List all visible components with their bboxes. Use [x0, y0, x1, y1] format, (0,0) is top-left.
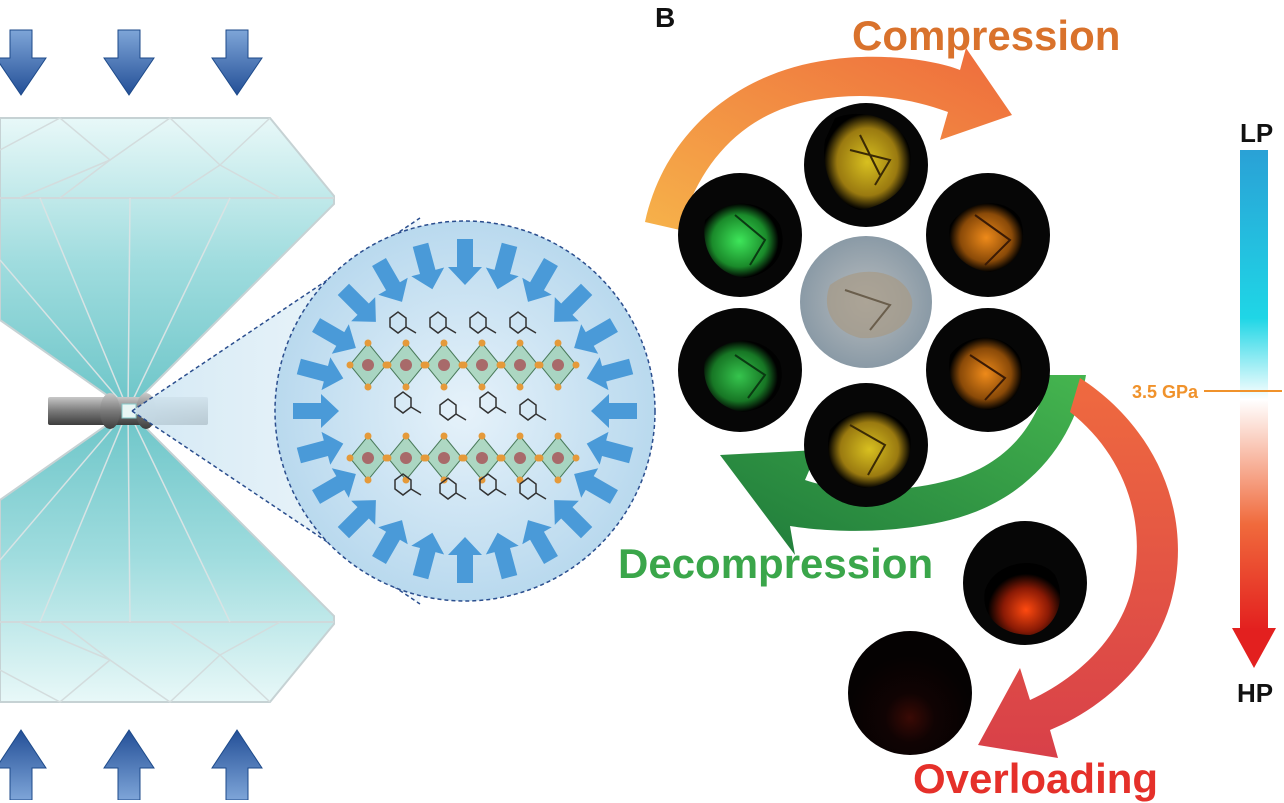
force-arrow-icon [591, 394, 637, 428]
force-arrow-icon [411, 532, 445, 580]
organic-molecule [469, 311, 497, 334]
zoom-force-arrows [293, 239, 637, 583]
organic-molecule [519, 477, 547, 500]
decompression-label: Decompression [618, 540, 934, 587]
octahedron [460, 339, 504, 391]
force-arrow-icon [296, 431, 344, 465]
compression-arrow [645, 48, 1012, 230]
sample-photo [678, 308, 802, 432]
sample-photo [963, 521, 1087, 645]
sample-photo [678, 173, 802, 297]
octahedron [384, 432, 428, 484]
pressure-gradient-bar-icon [1204, 150, 1282, 668]
octahedron [536, 339, 580, 391]
low-pressure-label: LP [1240, 118, 1274, 148]
force-arrow-icon [485, 242, 519, 290]
organic-molecule [509, 311, 537, 334]
sample-photo [926, 173, 1050, 297]
force-arrow-icon [337, 500, 376, 539]
force-arrow-icon [0, 729, 47, 800]
organic-molecule [479, 473, 507, 496]
organic-molecule [389, 311, 417, 334]
force-arrow-icon [296, 357, 344, 391]
organic-molecule [394, 473, 422, 496]
organic-molecule [479, 391, 507, 414]
sample-photo [848, 631, 972, 755]
octahedron [498, 432, 542, 484]
force-arrows-top [0, 29, 263, 96]
octahedron [460, 432, 504, 484]
force-arrow-icon [211, 729, 263, 800]
decompression-arrow [720, 375, 1086, 555]
organic-molecule [439, 398, 467, 421]
force-arrow-icon [574, 318, 618, 354]
octahedron [498, 339, 542, 391]
diamond-anvil-icon [0, 117, 335, 703]
force-arrow-icon [372, 520, 408, 564]
threshold-pressure-label: 3.5 GPa [1132, 382, 1199, 402]
force-arrow-icon [574, 468, 618, 504]
force-arrow-icon [103, 29, 155, 96]
overloading-arrow [978, 378, 1178, 758]
force-arrow-icon [411, 242, 445, 290]
compression-label: Compression [852, 12, 1121, 59]
force-arrow-icon [312, 318, 356, 354]
force-arrow-icon [522, 520, 558, 564]
organic-molecule [519, 398, 547, 421]
crystal-structure-icon [346, 311, 580, 500]
force-arrow-icon [0, 29, 47, 96]
sample-photo [804, 383, 928, 507]
octahedron [422, 432, 466, 484]
organic-molecule [439, 477, 467, 500]
octahedron [536, 432, 580, 484]
overloading-label: Overloading [913, 755, 1159, 802]
octahedron [346, 339, 390, 391]
force-arrow-icon [211, 29, 263, 96]
force-arrow-icon [522, 258, 558, 302]
force-arrow-icon [312, 468, 356, 504]
force-arrow-icon [554, 283, 593, 322]
octahedron [422, 339, 466, 391]
force-arrow-icon [586, 431, 634, 465]
sample-photo [926, 308, 1050, 432]
force-arrow-icon [554, 500, 593, 539]
force-arrow-icon [448, 239, 482, 285]
force-arrows-bottom [0, 729, 263, 800]
force-arrow-icon [448, 537, 482, 583]
sample-photo [804, 103, 928, 227]
organic-molecule [429, 311, 457, 334]
force-arrow-icon [586, 357, 634, 391]
force-arrow-icon [372, 258, 408, 302]
sample-photo [800, 236, 932, 368]
force-arrow-icon [337, 283, 376, 322]
force-arrow-icon [103, 729, 155, 800]
force-arrow-icon [293, 394, 339, 428]
high-pressure-label: HP [1237, 678, 1274, 708]
force-arrow-icon [485, 532, 519, 580]
panel-label: B [655, 2, 676, 33]
organic-molecule [394, 391, 422, 414]
